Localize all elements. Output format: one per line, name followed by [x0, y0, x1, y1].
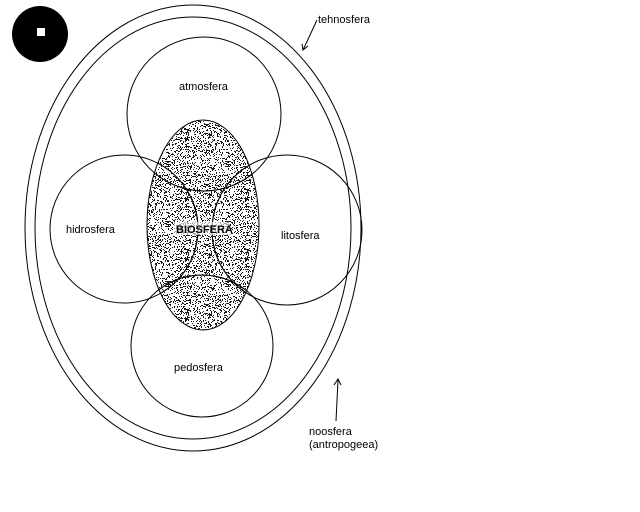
label-tehnosfera: tehnosfera [318, 14, 371, 26]
tehnosfera-outer-ellipse [24, 4, 362, 452]
label-hidrosfera: hidrosfera [66, 224, 116, 236]
label-pedosfera: pedosfera [174, 362, 224, 374]
label-biosfera: BIOSFERA [176, 224, 233, 236]
label-antropogeea: (antropogeea) [309, 439, 378, 451]
label-noosfera: noosfera [309, 426, 353, 438]
noosfera-inner-ellipse [34, 16, 352, 440]
label-litosfera: litosfera [281, 230, 320, 242]
noosfera-arrow-icon [333, 378, 342, 422]
label-atmosfera: atmosfera [179, 81, 229, 93]
white-square-icon [37, 28, 45, 36]
tehnosfera-arrow-icon [301, 19, 318, 51]
